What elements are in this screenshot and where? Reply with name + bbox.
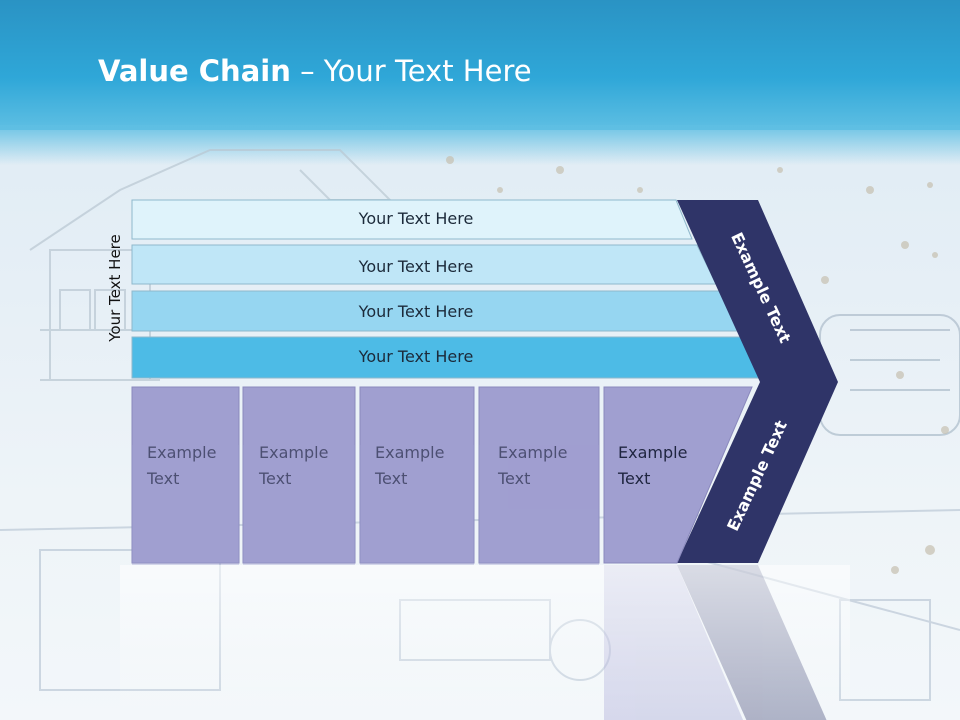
- box-2-line1: Example: [259, 443, 328, 462]
- bar-1-label: Your Text Here: [358, 209, 474, 228]
- bar-4-label: Your Text Here: [358, 347, 474, 366]
- reflection-fade: [120, 565, 850, 720]
- box-4: Example Text: [478, 386, 600, 564]
- box-1-line1: Example: [147, 443, 216, 462]
- box-3: Example Text: [359, 386, 475, 564]
- box-4-line2: Text: [497, 469, 530, 488]
- bar-3-label: Your Text Here: [358, 302, 474, 321]
- bar-2: Your Text Here: [131, 244, 717, 285]
- box-3-line2: Text: [374, 469, 407, 488]
- box-4-line1: Example: [498, 443, 567, 462]
- box-3-shape: [359, 386, 475, 564]
- box-3-line1: Example: [375, 443, 444, 462]
- box-5: Example Text: [603, 386, 753, 564]
- box-1-shape: [131, 386, 240, 564]
- header-band: [0, 0, 960, 130]
- box-4-shape: [478, 386, 600, 564]
- title-rest: – Your Text Here: [290, 54, 532, 88]
- header-fade: [0, 125, 960, 165]
- box-5-shape: [603, 386, 753, 564]
- box-5-line2: Text: [617, 469, 650, 488]
- box-1: Example Text: [131, 386, 240, 564]
- box-2-shape: [242, 386, 356, 564]
- title-bold: Value Chain: [98, 54, 291, 88]
- side-label: Your Text Here: [106, 234, 124, 342]
- bar-3: Your Text Here: [131, 290, 739, 332]
- box-5-line1: Example: [618, 443, 687, 462]
- box-2: Example Text: [242, 386, 356, 564]
- bar-4: Your Text Here: [131, 336, 763, 379]
- box-1-line2: Text: [146, 469, 179, 488]
- bar-2-label: Your Text Here: [358, 257, 474, 276]
- bar-1-shape: [131, 199, 693, 240]
- page-title: Value Chain – Your Text Here: [98, 54, 532, 88]
- bar-1: Your Text Here: [131, 199, 693, 240]
- box-2-line2: Text: [258, 469, 291, 488]
- chevron-arrow: [677, 200, 838, 563]
